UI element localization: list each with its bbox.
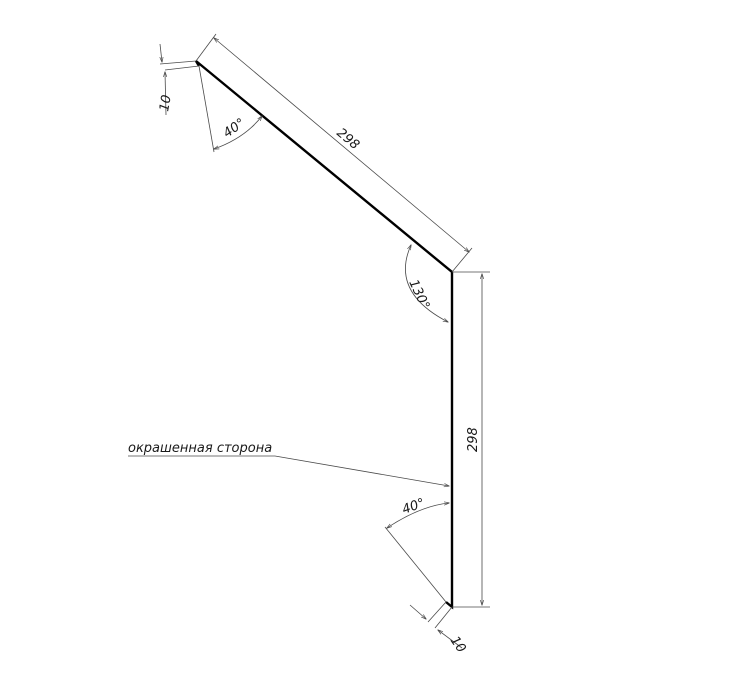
bend-angle-value: 130°: [405, 277, 432, 312]
painted-side-label: окрашенная сторона: [128, 441, 272, 456]
top-angle-value: 40°: [221, 116, 248, 142]
painted-side-leader: окрашенная сторона: [128, 441, 449, 486]
vertical-length-value: 298: [466, 427, 481, 452]
top-flange-dimension: 10: [157, 43, 200, 116]
bottom-flange-value: 10: [447, 634, 469, 656]
upper-length-dimension: 298: [195, 33, 473, 273]
bend-angle-dimension: 130°: [405, 245, 448, 322]
bottom-angle-value: 40°: [400, 496, 427, 518]
top-flange-value: 10: [157, 94, 175, 113]
profile-outline: [194, 60, 454, 610]
upper-length-value: 298: [333, 126, 362, 153]
bottom-angle-dimension: 40°: [384, 496, 449, 603]
vertical-length-dimension: 298: [452, 271, 490, 608]
bottom-flange-dimension: 10: [409, 601, 469, 656]
